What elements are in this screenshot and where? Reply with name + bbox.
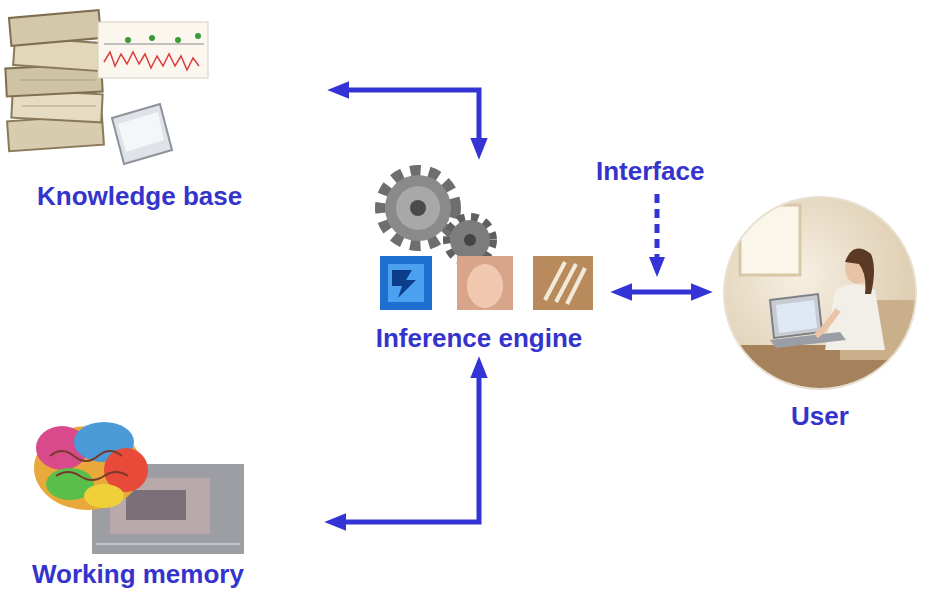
figure-caption: Working memory (32, 560, 244, 590)
figure-caption: User (791, 402, 849, 432)
labelled-figure: Knowledge base (5, 0, 325, 212)
interface-label: Interface (596, 157, 704, 187)
books-illustration (5, 10, 208, 164)
double-arrow (332, 364, 479, 522)
labelled-figure: Inference engine (350, 162, 608, 354)
interface-pointer (655, 194, 660, 270)
memory-illustration (34, 422, 244, 554)
gears-illustration (380, 172, 593, 310)
figure-caption: Knowledge base (37, 182, 242, 212)
labelled-figure: Working memory (22, 418, 322, 590)
figure-caption: Inference engine (376, 324, 583, 354)
user-illustration (720, 195, 920, 395)
double-arrow (335, 90, 479, 152)
double-arrow (618, 290, 705, 295)
labelled-figure: User (715, 192, 925, 432)
